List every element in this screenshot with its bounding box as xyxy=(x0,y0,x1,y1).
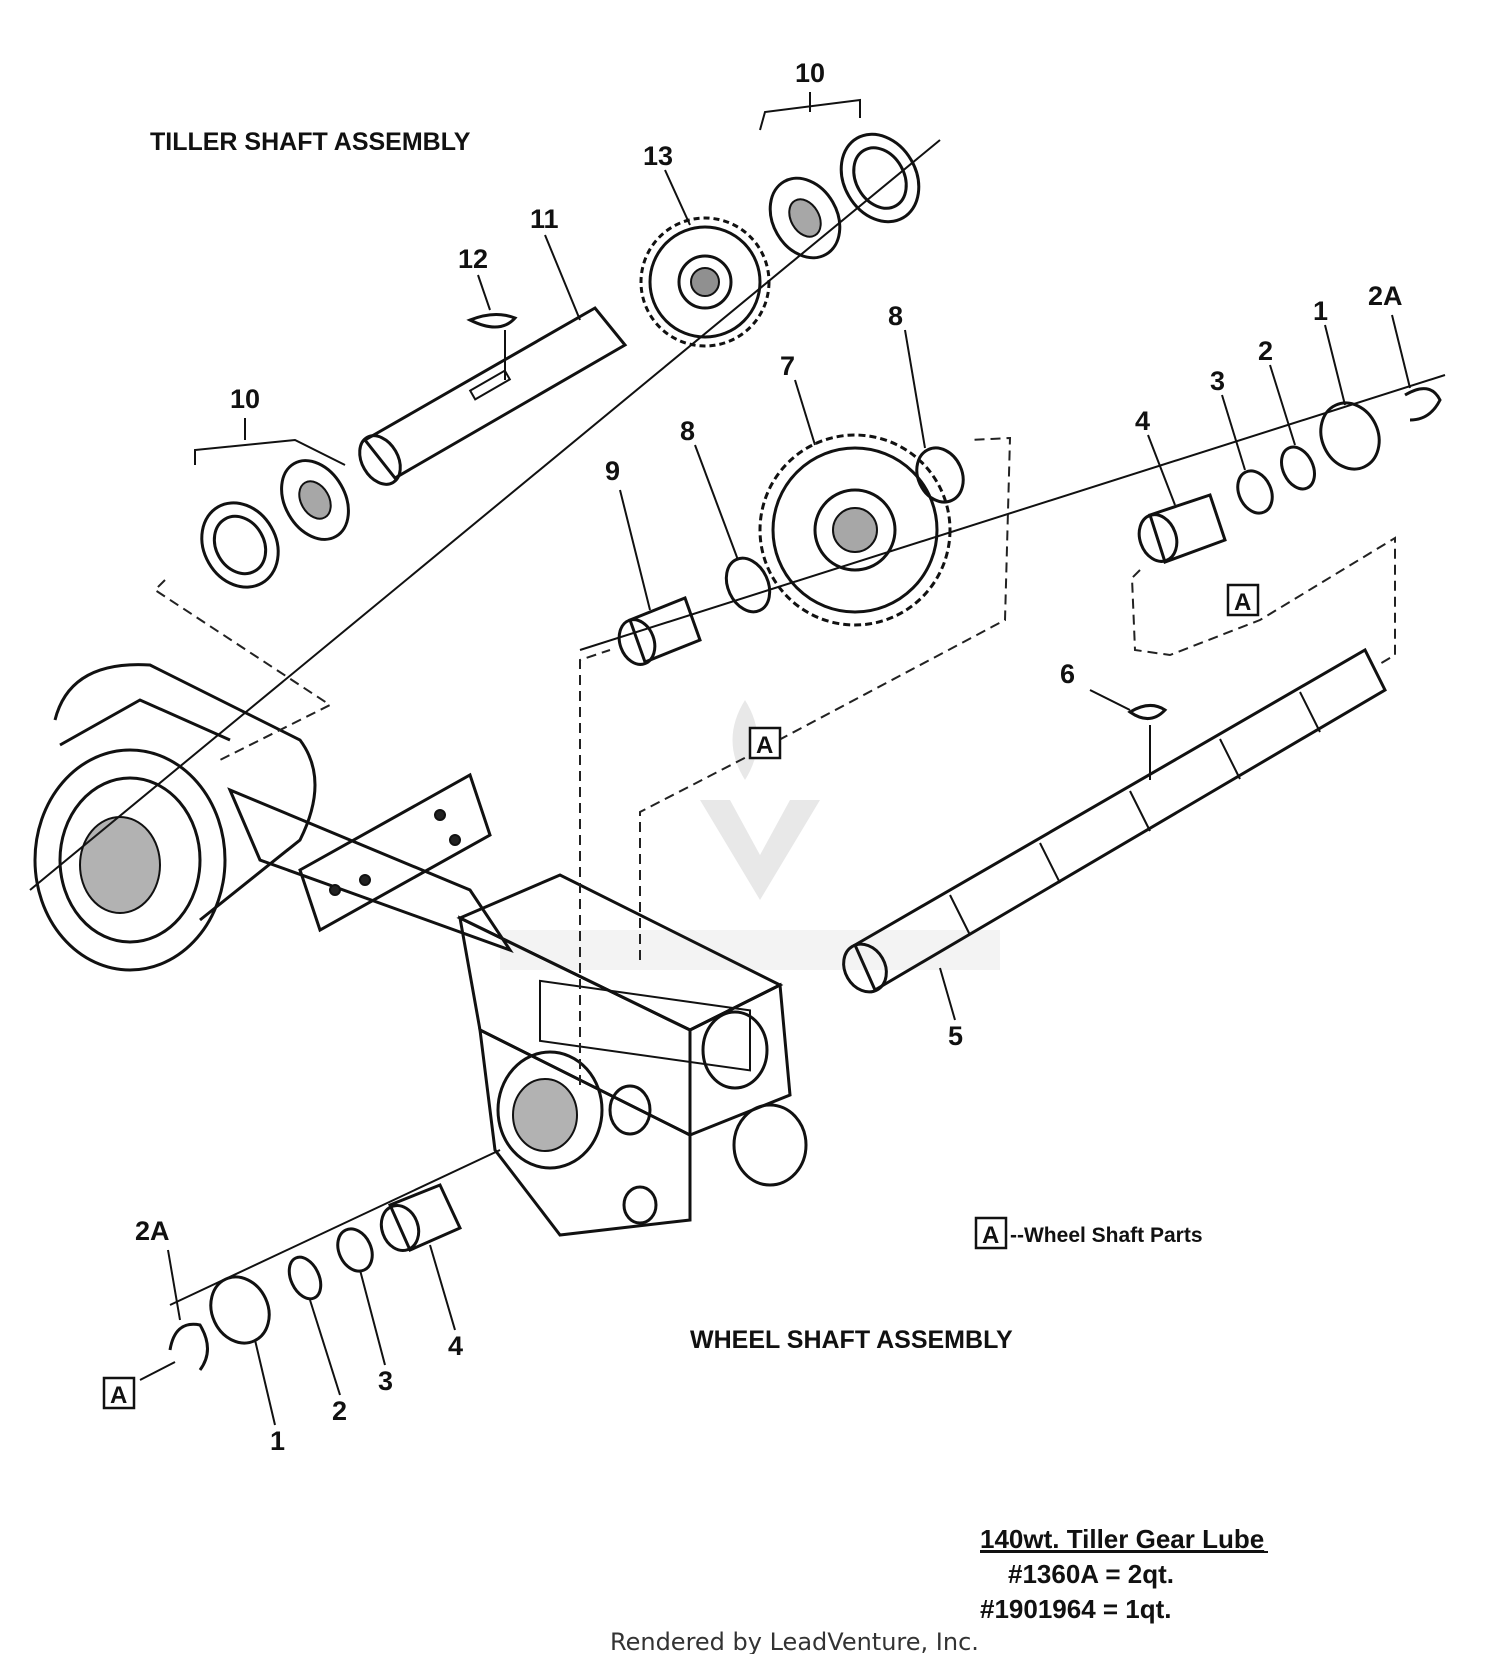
callout-2a-upper: 2A xyxy=(1368,281,1403,311)
callout-6: 6 xyxy=(1060,659,1075,689)
box-a-upper-right: A xyxy=(1226,583,1260,617)
gear-7 xyxy=(758,433,952,627)
leadventure-watermark xyxy=(500,700,1000,970)
ring-2-lower xyxy=(287,1255,323,1301)
callout-2a-lower: 2A xyxy=(135,1216,170,1246)
legend-box-letter: A xyxy=(982,1222,999,1249)
callout-4-lower: 4 xyxy=(448,1331,463,1361)
svg-text:A: A xyxy=(1234,589,1251,616)
wheel-shaft-5 xyxy=(842,647,1387,994)
clip-2a-upper xyxy=(1404,387,1442,422)
callout-2-upper: 2 xyxy=(1258,336,1273,366)
group-line-wheel-upper xyxy=(1130,536,1396,666)
tiller-axis-line xyxy=(29,139,941,891)
washer-8-right xyxy=(915,446,965,504)
tine-housing xyxy=(33,663,514,972)
svg-text:A: A xyxy=(756,732,773,759)
callout-1-upper: 1 xyxy=(1313,296,1328,326)
callout-9: 9 xyxy=(605,456,620,486)
washer-3-upper xyxy=(1236,469,1274,515)
callout-10-lower: 10 xyxy=(230,384,260,414)
lube-note: 140wt. Tiller Gear Lube #1360A = 2qt. #1… xyxy=(980,1524,1268,1624)
box-a-center: A xyxy=(748,726,782,760)
bushing-4-upper xyxy=(1137,493,1227,564)
callout-13: 13 xyxy=(643,141,673,171)
callout-3-upper: 3 xyxy=(1210,366,1225,396)
group-line-gear xyxy=(639,436,1012,960)
wheel-shaft-assembly-title: WHEEL SHAFT ASSEMBLY xyxy=(690,1326,1013,1354)
bearing-10-upper xyxy=(768,132,921,260)
bearing-10-lower xyxy=(200,459,350,589)
tiller-shaft-assembly-title: TILLER SHAFT ASSEMBLY xyxy=(150,128,471,156)
legend-text: --Wheel Shaft Parts xyxy=(1010,1224,1203,1247)
ring-2-upper xyxy=(1280,445,1316,491)
footer-credit: Rendered by LeadVenture, Inc. xyxy=(610,1628,979,1654)
gearbox-housing xyxy=(456,873,808,1237)
callout-1-lower: 1 xyxy=(270,1426,285,1456)
svg-text:A: A xyxy=(110,1382,127,1409)
group-line-bushing9 xyxy=(579,649,611,1085)
callout-10-upper: 10 xyxy=(795,58,825,88)
callout-4-upper: 4 xyxy=(1135,406,1150,436)
bushing-4-lower xyxy=(379,1183,463,1252)
callout-12: 12 xyxy=(458,244,488,274)
callout-7: 7 xyxy=(780,351,795,381)
group-line-bearing10 xyxy=(153,579,333,761)
key-6 xyxy=(1127,704,1168,720)
bearing-1-upper xyxy=(1319,401,1381,471)
callout-11: 11 xyxy=(530,204,559,234)
lube-line-1: #1360A = 2qt. xyxy=(1008,1559,1174,1589)
tiller-shaft-11 xyxy=(358,306,628,486)
lube-line-2: #1901964 = 1qt. xyxy=(980,1594,1172,1624)
box-a-lower-left: A xyxy=(102,1376,136,1410)
wheel-axis-line-upper xyxy=(579,374,1446,651)
washer-3-lower xyxy=(336,1227,374,1273)
callout-8-left: 8 xyxy=(680,416,695,446)
callout-3-lower: 3 xyxy=(378,1366,393,1396)
callout-8-right: 8 xyxy=(888,301,903,331)
key-12 xyxy=(466,313,518,329)
bushing-9 xyxy=(617,596,702,666)
callout-leaders xyxy=(139,92,1411,1426)
mounting-bracket xyxy=(298,772,492,933)
washer-8-left xyxy=(724,556,772,614)
bearing-1-lower xyxy=(209,1275,271,1345)
gear-13 xyxy=(639,216,771,348)
clip-2a-lower xyxy=(168,1322,209,1371)
callout-2-lower: 2 xyxy=(332,1396,347,1426)
lube-heading: 140wt. Tiller Gear Lube xyxy=(980,1524,1264,1554)
legend-wheel-shaft-parts: A --Wheel Shaft Parts xyxy=(974,1216,1203,1250)
callout-5: 5 xyxy=(948,1021,963,1051)
